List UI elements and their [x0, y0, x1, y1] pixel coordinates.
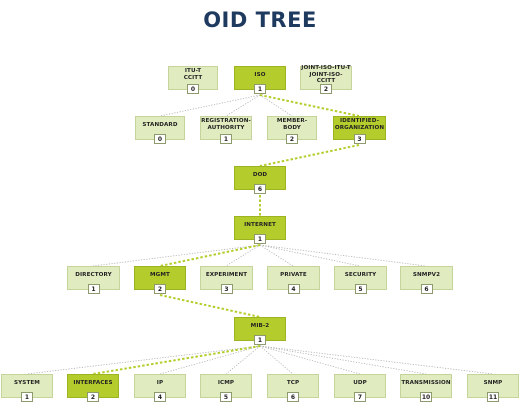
highlight-connector [159, 244, 261, 267]
node-number: 1 [87, 284, 100, 294]
node-label: TCP [286, 379, 300, 386]
node-number: 5 [354, 284, 367, 294]
node-number: 1 [254, 335, 266, 345]
node-itu-t: ITU-T CCITT 0 [168, 66, 218, 94]
node-number: 6 [287, 392, 299, 402]
connector [259, 94, 293, 117]
node-member-body: MEMBER- BODY 2 [267, 116, 317, 144]
connector [259, 345, 294, 375]
node-label: IP [156, 379, 164, 386]
node-label: PRIVATE [280, 271, 307, 278]
connector [259, 345, 427, 375]
node-tcp: TCP 6 [267, 374, 319, 402]
node-number: 6 [254, 184, 266, 194]
node-ip: IP 4 [134, 374, 186, 402]
node-interfaces: INTERFACES 2 [67, 374, 119, 402]
node-udp: UDP 7 [334, 374, 386, 402]
connector [225, 345, 261, 375]
node-number: 11 [487, 392, 499, 402]
node-registration-authority: REGISTRATION- AUTHORITY 1 [200, 116, 252, 144]
node-label: UDP [353, 379, 367, 386]
connector [159, 94, 261, 117]
node-label: SNMP [483, 379, 503, 386]
node-mib-2: MIB-2 1 [234, 317, 286, 345]
node-label: STANDARD [142, 121, 178, 128]
connector [92, 244, 261, 267]
connector [159, 345, 261, 375]
node-security: SECURITY 5 [334, 266, 387, 294]
connector [225, 244, 261, 267]
node-transmission: TRANSMISSION 10 [400, 374, 452, 402]
node-number: 2 [87, 392, 99, 402]
node-private: PRIVATE 4 [267, 266, 320, 294]
node-label: SYSTEM [14, 379, 40, 386]
node-label: MGMT [150, 271, 170, 278]
node-label: IDENTIFIED- ORGANIZATION [334, 118, 385, 131]
node-number: 2 [320, 84, 332, 94]
node-label: MIB-2 [250, 322, 270, 329]
node-label: MEMBER- BODY [276, 118, 308, 131]
node-label: INTERFACES [73, 379, 113, 386]
node-number: 3 [353, 134, 366, 144]
node-label: ICMP [217, 379, 235, 386]
node-dod: DOD 6 [234, 166, 286, 194]
node-system: SYSTEM 1 [1, 374, 53, 402]
node-mgmt: MGMT 2 [134, 266, 186, 294]
node-label: EXPERIMENT [205, 271, 248, 278]
node-label: TRANSMISSION [401, 379, 451, 386]
node-number: 4 [287, 284, 300, 294]
node-label: ISO [254, 71, 266, 78]
node-label: DIRECTORY [75, 271, 112, 278]
highlight-connector [259, 94, 360, 117]
node-number: 1 [254, 234, 266, 244]
node-iso: ISO 1 [234, 66, 286, 94]
node-snmp: SNMP 11 [467, 374, 519, 402]
connector [259, 244, 361, 267]
connector [259, 244, 427, 267]
node-number: 2 [154, 284, 166, 294]
node-number: 3 [220, 284, 233, 294]
node-standard: STANDARD 0 [135, 116, 185, 144]
connector [225, 94, 261, 117]
node-number: 0 [154, 134, 166, 144]
node-icmp: ICMP 5 [200, 374, 252, 402]
node-internet: INTERNET 1 [234, 216, 286, 244]
connector [259, 244, 294, 267]
node-joint-iso-itu-t: JOINT-ISO-ITU-T JOINT-ISO-CCITT 2 [300, 65, 352, 94]
node-identified-organization: IDENTIFIED- ORGANIZATION 3 [333, 116, 386, 144]
node-label: INTERNET [244, 221, 276, 228]
node-number: 1 [21, 392, 33, 402]
connector [259, 345, 494, 375]
node-label: SECURITY [344, 271, 377, 278]
node-directory: DIRECTORY 1 [67, 266, 120, 294]
node-snmpv2: SNMPV2 6 [400, 266, 453, 294]
node-label: SNMPV2 [412, 271, 441, 278]
node-number: 0 [187, 84, 199, 94]
node-number: 1 [220, 134, 232, 144]
node-number: 4 [154, 392, 166, 402]
diagram-title: OID TREE [203, 8, 317, 32]
node-number: 6 [420, 284, 433, 294]
node-number: 1 [254, 84, 266, 94]
node-label: JOINT-ISO-ITU-T JOINT-ISO-CCITT [301, 65, 351, 85]
node-label: ITU-T CCITT [183, 68, 203, 81]
highlight-connector [159, 294, 261, 318]
highlight-connector [259, 144, 360, 167]
node-number: 5 [220, 392, 232, 402]
node-number: 2 [286, 134, 298, 144]
node-number: 7 [354, 392, 366, 402]
node-label: DOD [252, 171, 268, 178]
connector [26, 345, 261, 375]
highlight-connector [92, 345, 261, 375]
node-number: 10 [420, 392, 432, 402]
node-experiment: EXPERIMENT 3 [200, 266, 253, 294]
node-label: REGISTRATION- AUTHORITY [201, 118, 251, 131]
connector [259, 345, 361, 375]
